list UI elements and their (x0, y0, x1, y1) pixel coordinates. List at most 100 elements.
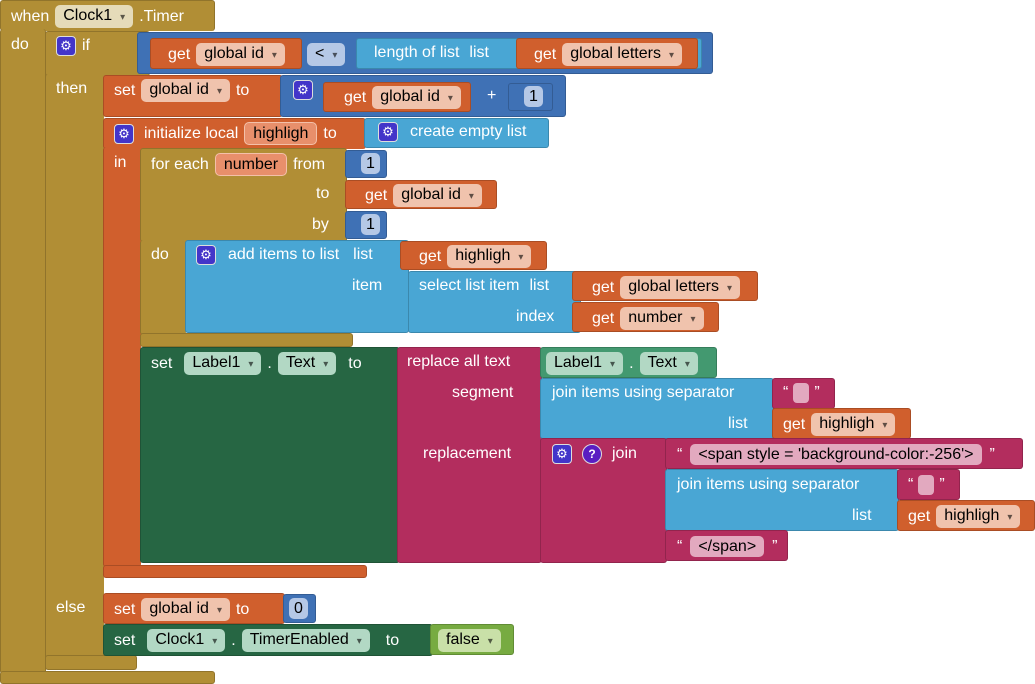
do-label: do (151, 246, 169, 263)
gear-icon[interactable]: ⚙ (293, 80, 313, 100)
join-items-label: join items using separator (552, 384, 735, 401)
if-bottom (45, 655, 137, 670)
create-label: create empty list (410, 123, 527, 140)
gear-icon[interactable]: ⚙ (552, 444, 572, 464)
initialize-bottom (103, 565, 367, 578)
variable-dropdown[interactable]: global id▾ (141, 598, 230, 621)
variable-dropdown[interactable]: global letters▾ (620, 276, 740, 299)
text-field[interactable]: </span> (690, 536, 765, 557)
add-items-to-list-block[interactable] (185, 240, 409, 333)
gear-icon[interactable]: ⚙ (378, 122, 398, 142)
operator-dropdown[interactable]: <▾ (307, 43, 346, 66)
component-name: Clock1 (63, 7, 113, 24)
boolean-dropdown[interactable]: false▾ (438, 629, 501, 652)
list-label: list (852, 507, 872, 524)
property-name: Text (647, 354, 677, 371)
text-field[interactable] (918, 475, 935, 495)
component-dropdown[interactable]: Clock1▾ (55, 5, 134, 28)
text-content: “ </span> ” (677, 536, 777, 557)
dropdown-icon: ▾ (690, 314, 696, 325)
open-quote: “ (677, 537, 683, 555)
initialize-local-block[interactable] (103, 118, 366, 149)
number-field[interactable]: 1 (524, 86, 543, 107)
segment-label: segment (452, 384, 514, 401)
get-label: get (419, 247, 442, 265)
variable-dropdown[interactable]: global letters▾ (562, 43, 682, 66)
component-dropdown[interactable]: Label1▾ (546, 352, 624, 375)
dot-label: . (629, 354, 634, 372)
local-var-name-field[interactable]: highligh (244, 122, 318, 145)
gear-icon[interactable]: ⚙ (56, 36, 76, 56)
select-list-item-block[interactable] (408, 271, 581, 333)
gear-icon[interactable]: ⚙ (114, 123, 134, 144)
set-label-content: set Label1▾ . Text▾ to (151, 352, 362, 375)
variable-dropdown[interactable]: global id▾ (141, 79, 230, 102)
number-field[interactable]: 1 (361, 214, 380, 235)
dropdown-icon: ▾ (468, 191, 474, 202)
text-field[interactable]: <span style = 'background-color:-256'> (690, 444, 982, 465)
dropdown-icon: ▾ (1007, 512, 1013, 523)
dropdown-icon: ▾ (610, 359, 616, 370)
set-label-text-block[interactable] (140, 347, 400, 563)
join-items-label: join items using separator (677, 476, 860, 493)
property-dropdown[interactable]: Text▾ (277, 352, 337, 375)
join-items-separator-block[interactable] (665, 469, 899, 531)
open-quote: “ (908, 476, 914, 493)
boolean-value: false (446, 631, 480, 648)
text-content: “ <span style = 'background-color:-256'>… (677, 444, 995, 465)
variable-dropdown[interactable]: highligh▾ (936, 505, 1021, 528)
var-name: highligh (819, 415, 875, 432)
text-field[interactable] (793, 383, 810, 403)
length-content: length of list list (374, 43, 489, 63)
gear-icon[interactable]: ⚙ (196, 245, 216, 265)
foreach-header: for each number from (151, 153, 325, 176)
event-bottom (0, 671, 215, 684)
get-content: get number▾ (592, 307, 704, 330)
join-label: join (612, 445, 637, 462)
to-label: to (348, 354, 362, 372)
to-label: to (235, 600, 250, 618)
get-label: get (908, 507, 931, 525)
help-icon[interactable]: ? (582, 444, 602, 464)
event-header: when Clock1▾ .Timer (11, 5, 184, 28)
replace-all-text-block[interactable] (397, 347, 542, 563)
property-dropdown[interactable]: TimerEnabled▾ (241, 629, 370, 652)
from-label: from (293, 155, 326, 173)
open-quote: “ (677, 445, 683, 463)
select-label: select list item (419, 277, 520, 294)
var-name: global id (401, 186, 461, 203)
component-dropdown[interactable]: Label1▾ (184, 352, 262, 375)
variable-dropdown[interactable]: global id▾ (372, 86, 461, 109)
property-dropdown[interactable]: Text▾ (639, 352, 698, 375)
close-quote: ” (772, 537, 778, 555)
variable-dropdown[interactable]: global id▾ (196, 43, 285, 66)
variable-dropdown[interactable]: highligh▾ (447, 245, 532, 268)
open-quote: “ (783, 384, 789, 401)
get-content: get highligh▾ (419, 245, 532, 268)
variable-dropdown[interactable]: highligh▾ (811, 413, 896, 436)
in-label: in (114, 154, 127, 171)
number-field[interactable]: 1 (361, 153, 380, 174)
join-content: ⚙ ? join (552, 444, 637, 464)
item-label: item (352, 277, 383, 294)
dropdown-icon: ▾ (518, 252, 524, 263)
to-label: to (385, 631, 400, 649)
get-label: get (783, 415, 806, 433)
dot-label: . (267, 354, 272, 372)
var-name: number (628, 309, 683, 326)
component-dropdown[interactable]: Clock1▾ (147, 629, 226, 652)
loop-var-field[interactable]: number (214, 153, 288, 176)
property-name: TimerEnabled (249, 631, 349, 648)
variable-dropdown[interactable]: number ▾ (620, 307, 704, 330)
if-header: ⚙ if (56, 36, 90, 56)
get-label: get (168, 45, 191, 63)
to-label: to (316, 185, 330, 202)
number-field[interactable]: 0 (289, 598, 308, 619)
get-content: get global id▾ (344, 86, 461, 109)
close-quote: ” (989, 445, 995, 463)
join-items-separator-block[interactable] (540, 378, 774, 439)
set-label: set (151, 354, 173, 372)
variable-dropdown[interactable]: global id ▾ (393, 184, 482, 207)
do-label: do (11, 36, 29, 53)
set-timer-content: set Clock1▾ . TimerEnabled▾ to (114, 629, 399, 652)
